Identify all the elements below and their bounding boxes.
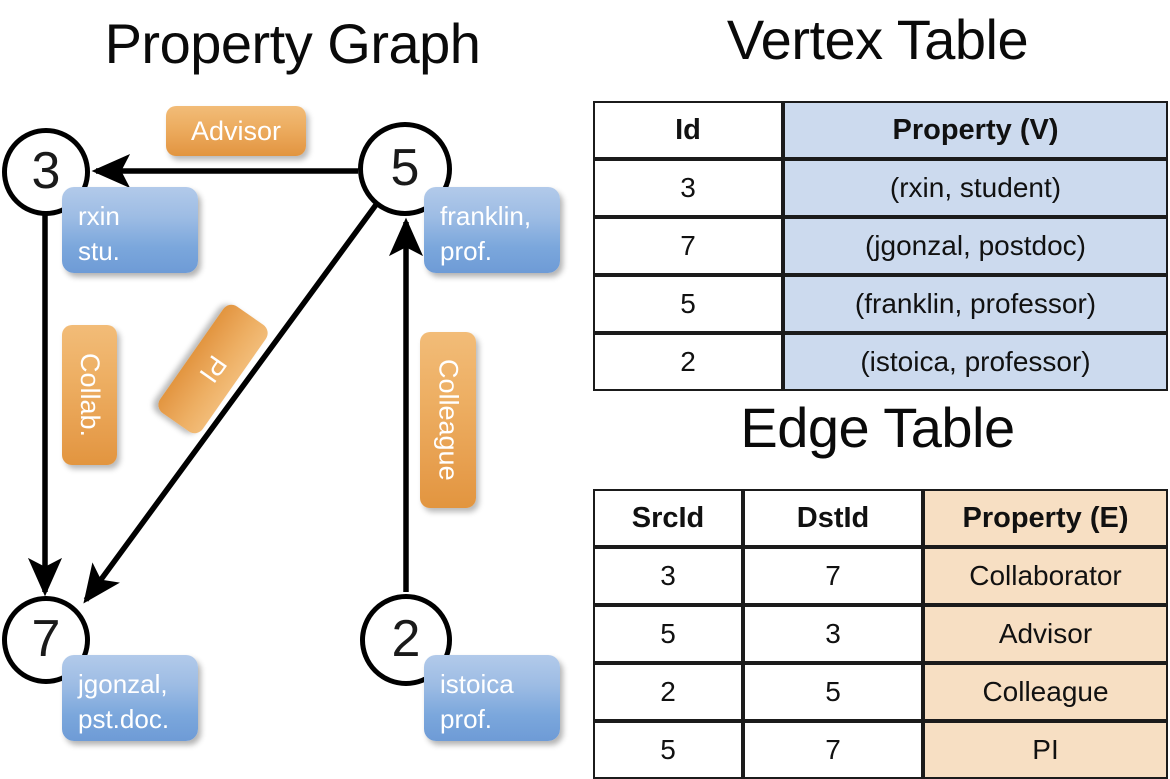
table-header-row: SrcId DstId Property (E) <box>593 489 1168 547</box>
edge-label-collab[interactable]: Collab. <box>62 325 117 465</box>
edge-label-text: PI <box>193 350 234 389</box>
vertex-property-box-5[interactable]: franklin, prof. <box>424 187 560 273</box>
table-row[interactable]: 2 5 Colleague <box>593 663 1168 721</box>
edge-cell-property: Colleague <box>923 663 1168 721</box>
edge-cell-dstid: 5 <box>743 663 923 721</box>
vertex-table-header-id: Id <box>593 101 783 159</box>
edge-cell-dstid: 7 <box>743 721 923 779</box>
table-row[interactable]: 5 3 Advisor <box>593 605 1168 663</box>
table-row[interactable]: 2 (istoica, professor) <box>593 333 1168 391</box>
edge-table: SrcId DstId Property (E) 3 7 Collaborato… <box>593 489 1168 779</box>
vertex-property-box-2[interactable]: istoica prof. <box>424 655 560 741</box>
edge-table-header-property: Property (E) <box>923 489 1168 547</box>
table-header-row: Id Property (V) <box>593 101 1168 159</box>
edge-cell-dstid: 3 <box>743 605 923 663</box>
edge-label-colleague[interactable]: Colleague <box>420 332 476 508</box>
edge-label-advisor[interactable]: Advisor <box>166 106 306 156</box>
graph-edge-5-to-7 <box>83 200 381 604</box>
vertex-table-header-property: Property (V) <box>783 101 1168 159</box>
table-row[interactable]: 5 (franklin, professor) <box>593 275 1168 333</box>
graph-node-2[interactable]: 2 <box>360 594 452 686</box>
edge-cell-property: Collaborator <box>923 547 1168 605</box>
vertex-table: Id Property (V) 3 (rxin, student) 7 (jgo… <box>593 101 1168 391</box>
edge-cell-dstid: 7 <box>743 547 923 605</box>
vertex-property-line: stu. <box>78 236 120 267</box>
page-title-edge-table: Edge Table <box>740 396 1015 459</box>
graph-node-3-label: 3 <box>31 142 61 200</box>
table-row[interactable]: 5 7 PI <box>593 721 1168 779</box>
table-row[interactable]: 3 (rxin, student) <box>593 159 1168 217</box>
vertex-cell-id: 7 <box>593 217 783 275</box>
vertex-cell-property: (jgonzal, postdoc) <box>783 217 1168 275</box>
graph-edges-svg <box>27 153 424 604</box>
edge-cell-srcid: 2 <box>593 663 743 721</box>
vertex-property-line: prof. <box>440 704 493 735</box>
graph-node-2-label: 2 <box>391 610 421 668</box>
table-row[interactable]: 7 (jgonzal, postdoc) <box>593 217 1168 275</box>
vertex-cell-property: (istoica, professor) <box>783 333 1168 391</box>
edge-cell-srcid: 5 <box>593 721 743 779</box>
vertex-property-line: istoica <box>440 669 514 699</box>
edge-table-header-dstid: DstId <box>743 489 923 547</box>
edge-label-text: Collab. <box>75 352 105 438</box>
vertex-cell-property: (rxin, student) <box>783 159 1168 217</box>
edge-table-header-srcid: SrcId <box>593 489 743 547</box>
page-title-property-graph: Property Graph <box>104 12 481 75</box>
vertex-cell-id: 2 <box>593 333 783 391</box>
vertex-cell-property: (franklin, professor) <box>783 275 1168 333</box>
vertex-property-line: prof. <box>440 236 493 267</box>
table-row[interactable]: 3 7 Collaborator <box>593 547 1168 605</box>
vertex-property-line: jgonzal, <box>78 669 168 699</box>
vertex-property-line: rxin <box>78 201 120 231</box>
vertex-property-line: pst.doc. <box>78 704 170 735</box>
vertex-property-box-7[interactable]: jgonzal, pst.doc. <box>62 655 198 741</box>
graph-node-5[interactable]: 5 <box>358 122 452 216</box>
page-title-vertex-table: Vertex Table <box>726 8 1029 71</box>
graph-node-5-label: 5 <box>390 139 420 197</box>
vertex-cell-id: 3 <box>593 159 783 217</box>
edge-cell-property: PI <box>923 721 1168 779</box>
vertex-property-line: franklin, <box>440 201 532 231</box>
edge-cell-property: Advisor <box>923 605 1168 663</box>
edge-cell-srcid: 5 <box>593 605 743 663</box>
edge-label-text: Advisor <box>190 115 282 146</box>
edge-label-text: Colleague <box>433 359 464 481</box>
property-graph-diagram: 3 5 7 2 rxin stu. franklin, prof. jgonza… <box>0 0 585 760</box>
graph-node-7-label: 7 <box>31 610 61 668</box>
vertex-property-box-3[interactable]: rxin stu. <box>62 187 198 273</box>
edge-cell-srcid: 3 <box>593 547 743 605</box>
vertex-cell-id: 5 <box>593 275 783 333</box>
